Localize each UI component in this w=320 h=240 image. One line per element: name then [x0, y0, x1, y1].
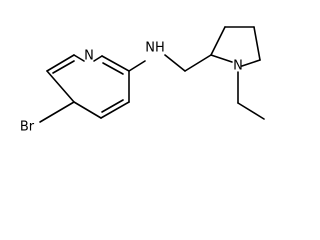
double-bond-inner	[102, 62, 124, 75]
pyridine-ring	[46, 54, 130, 119]
bond	[101, 55, 130, 72]
double-bond-inner	[101, 99, 124, 113]
bromine-label: Br	[20, 120, 35, 135]
pyridine-nitrogen-label: N	[84, 49, 94, 64]
bond	[93, 55, 103, 62]
bond	[46, 54, 75, 72]
bond	[100, 101, 130, 119]
amine-nitrogen-label: NH	[145, 41, 165, 56]
bond	[73, 101, 102, 119]
bond	[210, 26, 226, 56]
bond	[73, 54, 85, 62]
bond-nh-ch2	[164, 54, 186, 72]
bond	[46, 70, 75, 103]
pyrrolidine-ring	[210, 26, 261, 67]
bond	[241, 59, 261, 67]
bond-c-nh	[128, 60, 146, 72]
bond	[253, 26, 261, 61]
bond-c-br	[39, 101, 75, 123]
molecule-structure: Br N NH N	[20, 26, 265, 135]
pyrrolidine-nitrogen-label: N	[233, 59, 243, 74]
bond	[210, 54, 233, 63]
structure-canvas: Br N NH N	[20, 26, 265, 135]
bond-ch2-c2	[184, 54, 212, 72]
bond-ethyl-ch3	[237, 102, 265, 120]
double-bond-inner	[52, 60, 75, 74]
